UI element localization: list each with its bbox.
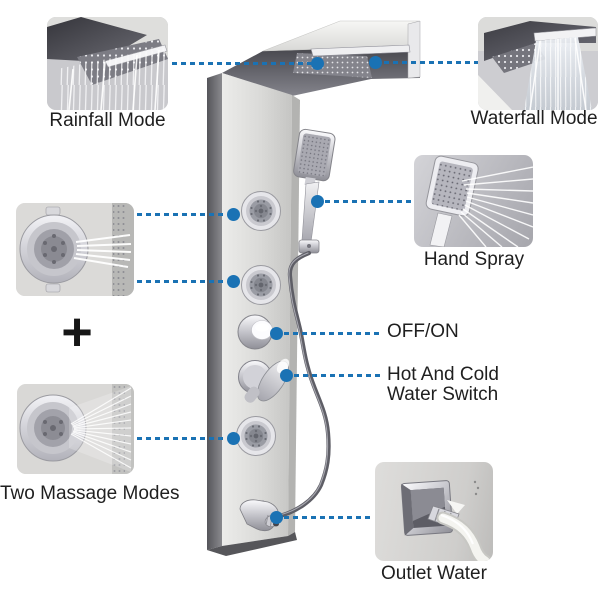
callout-line-outlet	[284, 516, 372, 519]
hand-spray-label: Hand Spray	[423, 249, 525, 270]
rainfall-mode-thumbnail	[47, 17, 168, 110]
waterfall-mode-thumbnail	[478, 17, 598, 110]
waterfall-slot-bar	[310, 44, 411, 57]
callout-dot-waterfall	[369, 56, 382, 69]
callout-line-jet2	[137, 280, 227, 283]
massage-nozzle-2	[19, 394, 87, 462]
waterfall-thumb-chrome-bar	[533, 27, 597, 42]
hot-cold-line2: Water Switch	[387, 384, 499, 405]
callout-dot-hand-spray	[311, 195, 324, 208]
hand-spray-head	[425, 155, 479, 217]
callout-line-hot-cold	[294, 374, 382, 377]
massage-spray-fan	[70, 387, 132, 469]
on-off-knob	[237, 314, 273, 350]
panel-right-side	[288, 95, 300, 536]
callout-dot-hot-cold	[280, 369, 293, 382]
callout-line-jet1	[137, 213, 227, 216]
hot-cold-water-switch-label: Hot And Cold Water Switch	[387, 365, 499, 405]
massage-jet-thumbnail	[16, 203, 134, 296]
rainfall-mode-label: Rainfall Mode	[49, 110, 166, 131]
off-on-label: OFF/ON	[387, 321, 459, 342]
rainfall-thumb-water-streams	[57, 47, 168, 110]
massage-jet-streams	[73, 234, 132, 268]
panel-face	[222, 73, 292, 546]
plus-sign: +	[61, 302, 93, 362]
callout-dot-off-on	[270, 327, 283, 340]
outlet-white-fitting	[447, 500, 465, 514]
mixer-lever	[238, 358, 290, 403]
callout-line-hand-spray	[325, 200, 412, 203]
callout-dot-jet2	[227, 275, 240, 288]
outlet-water-thumbnail	[375, 462, 493, 561]
massage-spray-thumbnail	[17, 384, 134, 474]
hand-shower	[293, 128, 336, 254]
rainfall-thumb-slab	[47, 17, 147, 62]
body-jet-1	[241, 191, 281, 231]
body-jet-3	[236, 416, 276, 456]
hand-spray-fan	[458, 166, 533, 247]
outlet-water-label: Outlet Water	[381, 563, 487, 584]
panel-left-edge	[207, 73, 222, 550]
panel-base	[207, 532, 297, 556]
shower-hose	[273, 250, 331, 520]
callout-dot-two-massage	[227, 432, 240, 445]
callout-line-off-on	[284, 332, 381, 335]
hot-cold-line1: Hot And Cold	[387, 364, 499, 385]
massage-nozzle	[19, 214, 89, 284]
hand-shower-handle	[301, 181, 320, 243]
two-massage-modes-label: Two Massage Modes	[0, 483, 180, 504]
waterfall-mode-label: Waterfall Mode	[470, 108, 598, 129]
body-jet-2	[241, 265, 281, 305]
callout-line-rainfall	[172, 62, 312, 65]
callout-dot-jet1	[227, 208, 240, 221]
callout-dot-outlet	[270, 511, 283, 524]
waterfall-thumb-nozzle-plate	[492, 43, 546, 73]
outlet-escutcheon	[400, 480, 454, 536]
hand-spray-thumbnail	[414, 155, 533, 247]
hand-spray-handle	[429, 212, 453, 247]
shower-hose-highlight	[274, 252, 329, 517]
callout-line-waterfall	[384, 61, 478, 64]
callout-line-two-massage	[137, 437, 227, 440]
callout-dot-rainfall	[311, 57, 324, 70]
